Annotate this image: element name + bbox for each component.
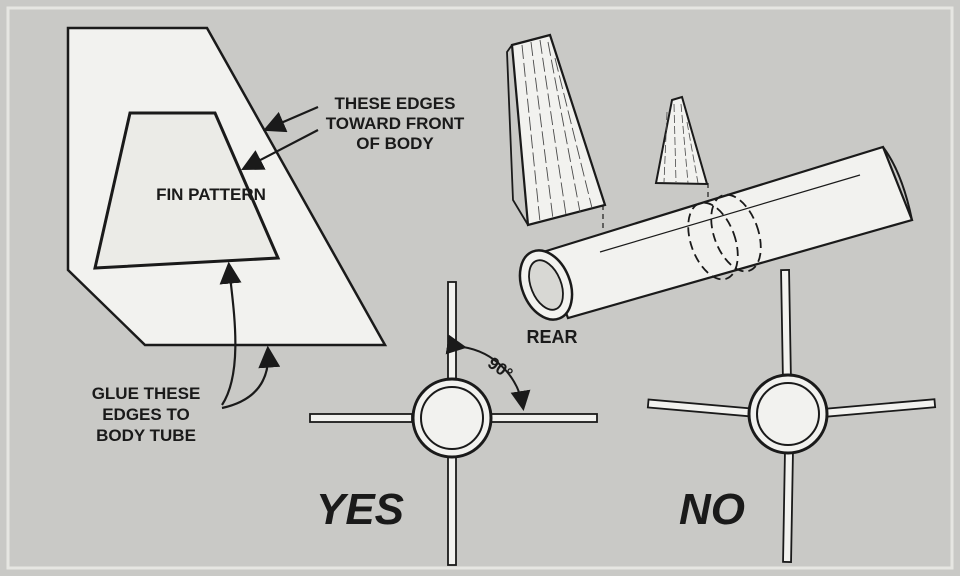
no-fin-bottom bbox=[782, 451, 794, 563]
yes-fin-top bbox=[447, 281, 457, 383]
angle-arc bbox=[445, 334, 531, 411]
glue-edges-callout bbox=[219, 261, 281, 410]
yes-label: YES bbox=[316, 485, 404, 534]
fin-pattern-label: FIN PATTERN bbox=[156, 185, 266, 204]
yes-fin-right bbox=[489, 413, 598, 423]
fin-pattern-outline bbox=[93, 111, 281, 270]
edges-front-line-3: OF BODY bbox=[356, 134, 434, 153]
no-fin-layout bbox=[646, 269, 937, 563]
edges-front-callout bbox=[241, 105, 319, 171]
small-fin bbox=[654, 95, 709, 186]
no-label: NO bbox=[679, 485, 745, 534]
coupler-ring-front bbox=[710, 193, 762, 273]
yes-fin-left bbox=[309, 413, 413, 423]
yes-fin-bottom bbox=[447, 454, 457, 566]
text-labels: THESE EDGES TOWARD FRONT OF BODY FIN PAT… bbox=[92, 94, 745, 534]
large-fin bbox=[506, 33, 607, 227]
large-fin-edge bbox=[506, 44, 529, 226]
tube-inner-bore bbox=[528, 259, 564, 311]
tube-front-edge bbox=[882, 146, 913, 221]
glue-edges-line-2: EDGES TO bbox=[102, 405, 190, 424]
glue-edges-line-3: BODY TUBE bbox=[96, 426, 196, 445]
arrow-sheet-edge bbox=[262, 105, 319, 133]
yes-fin-layout bbox=[309, 281, 598, 566]
glue-edges-line-1: GLUE THESE bbox=[92, 384, 201, 403]
rear-label: REAR bbox=[526, 327, 577, 347]
arrow-pattern-bottom bbox=[219, 261, 242, 406]
small-fin-grain bbox=[663, 103, 699, 184]
paper-border bbox=[6, 6, 954, 570]
rocket-body-tube bbox=[518, 145, 914, 321]
arrow-sheet-bottom bbox=[221, 345, 281, 410]
large-fin-grain bbox=[521, 39, 593, 223]
fin-sheet bbox=[66, 26, 388, 347]
no-fin-top bbox=[780, 269, 792, 381]
tube-guide-line bbox=[599, 174, 861, 253]
yes-tube-inner bbox=[420, 386, 484, 450]
no-tube-inner bbox=[756, 382, 820, 446]
coupler-ring-rear bbox=[687, 201, 739, 281]
edges-front-line-2: TOWARD FRONT bbox=[326, 114, 465, 133]
edges-front-line-1: THESE EDGES bbox=[335, 94, 456, 113]
arrow-pattern-edge bbox=[241, 129, 319, 171]
